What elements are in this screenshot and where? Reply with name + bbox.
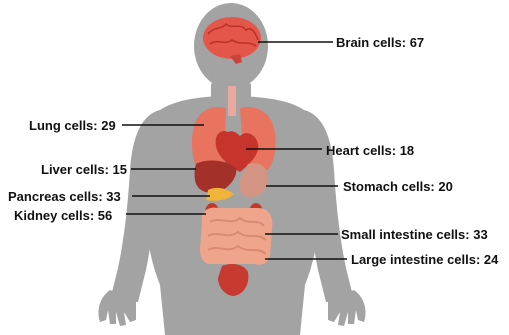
label-small-intestine-cells: Small intestine cells: 33 [341,227,488,242]
intestines-organ [200,208,272,265]
trachea [228,86,236,116]
right-arm [304,110,354,302]
label-kidney-cells: Kidney cells: 56 [14,208,112,223]
label-stomach-cells: Stomach cells: 20 [343,179,453,194]
label-liver-cells: Liver cells: 15 [41,162,127,177]
left-arm [110,110,160,302]
label-pancreas-cells: Pancreas cells: 33 [8,189,121,204]
label-lung-cells: Lung cells: 29 [29,118,116,133]
label-large-intestine-cells: Large intestine cells: 24 [351,252,498,267]
label-heart-cells: Heart cells: 18 [326,143,414,158]
label-brain-cells: Brain cells: 67 [336,35,424,50]
